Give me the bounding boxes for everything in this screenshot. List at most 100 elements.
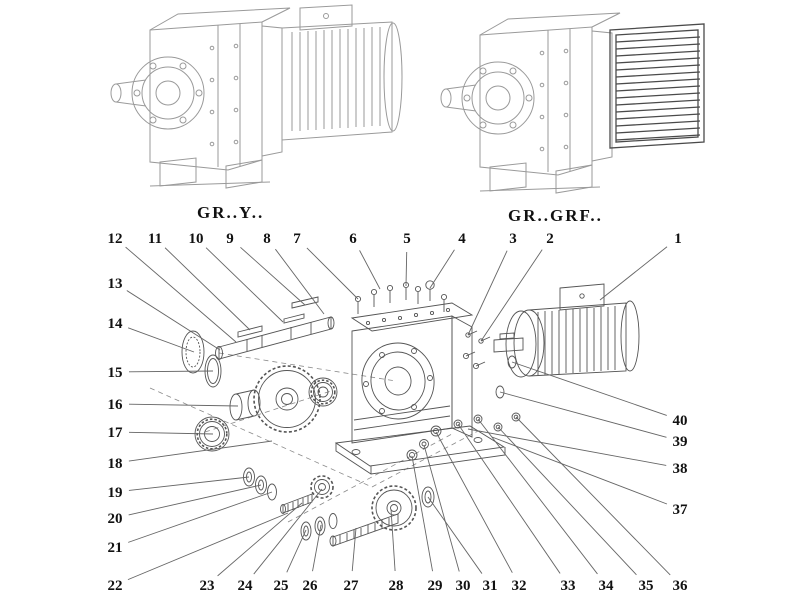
callout-number-6: 6 xyxy=(349,231,357,247)
leader-line-7 xyxy=(306,247,359,300)
callout-number-37: 37 xyxy=(673,502,689,518)
leader-line-26 xyxy=(312,524,322,572)
callout-number-15: 15 xyxy=(108,365,123,381)
callout-number-2: 2 xyxy=(546,231,554,247)
callout-number-22: 22 xyxy=(108,578,123,594)
leader-line-6 xyxy=(359,250,381,290)
callout-number-10: 10 xyxy=(189,231,204,247)
callout-number-38: 38 xyxy=(673,461,688,477)
shaft-key-icon xyxy=(283,313,305,324)
leader-line-14 xyxy=(127,327,195,353)
construction-lines xyxy=(149,352,479,523)
leader-line-32 xyxy=(435,431,513,573)
output-shaft-assembly xyxy=(181,296,335,421)
gearbox-housing xyxy=(334,302,506,475)
callout-number-26: 26 xyxy=(303,578,319,594)
variant-label-gr-grf: GR..GRF.. xyxy=(508,206,603,225)
callout-number-25: 25 xyxy=(274,578,289,594)
callout-number-17: 17 xyxy=(108,425,124,441)
shaft-key-icon xyxy=(237,325,263,338)
leader-line-15 xyxy=(128,370,214,373)
leader-line-23 xyxy=(217,502,303,577)
shaft-key-icon xyxy=(291,296,319,309)
leader-line-5 xyxy=(405,251,408,287)
leader-line-13 xyxy=(126,290,221,351)
motor-bolts xyxy=(462,330,517,399)
leader-line-17 xyxy=(128,431,214,435)
callout-number-11: 11 xyxy=(148,231,162,247)
assembled-view-gr-grf xyxy=(440,12,621,194)
callout-number-20: 20 xyxy=(108,511,123,527)
callout-number-33: 33 xyxy=(561,578,576,594)
leader-line-2 xyxy=(480,249,543,342)
callout-number-16: 16 xyxy=(108,397,124,413)
callout-number-28: 28 xyxy=(389,578,404,594)
leader-line-1 xyxy=(599,246,668,301)
callout-number-18: 18 xyxy=(108,456,123,472)
leader-line-28 xyxy=(390,508,396,572)
leader-line-30 xyxy=(423,444,460,572)
leader-line-19 xyxy=(128,476,250,491)
motor xyxy=(493,283,640,378)
leader-line-4 xyxy=(429,249,455,289)
leader-line-27 xyxy=(351,527,357,572)
finned-cover xyxy=(609,23,705,149)
callout-number-29: 29 xyxy=(428,578,443,594)
leader-line-16 xyxy=(128,403,239,407)
leader-line-10 xyxy=(205,247,284,323)
callout-number-24: 24 xyxy=(238,578,254,594)
leader-line-11 xyxy=(164,247,251,331)
callout-number-36: 36 xyxy=(673,578,689,594)
leader-line-37 xyxy=(491,436,668,505)
callout-number-14: 14 xyxy=(108,316,124,332)
callout-number-12: 12 xyxy=(108,231,123,247)
callout-number-9: 9 xyxy=(226,231,234,247)
callout-number-40: 40 xyxy=(673,413,688,429)
output-gear xyxy=(253,365,321,433)
leader-line-31 xyxy=(427,496,483,574)
pinion-shaft xyxy=(280,475,334,514)
callout-number-1: 1 xyxy=(674,231,682,247)
callout-number-7: 7 xyxy=(293,231,301,247)
leader-line-21 xyxy=(128,491,273,543)
callout-number-23: 23 xyxy=(200,578,215,594)
callout-number-39: 39 xyxy=(673,434,688,450)
leader-line-9 xyxy=(240,246,306,306)
assembled-view-gr-y xyxy=(110,4,403,189)
variant-label-gr-y: GR..Y.. xyxy=(197,203,264,222)
callout-number-31: 31 xyxy=(483,578,498,594)
callout-number-34: 34 xyxy=(599,578,615,594)
callout-number-19: 19 xyxy=(108,485,123,501)
callout-number-5: 5 xyxy=(403,231,411,247)
small-bearing xyxy=(308,377,338,407)
leader-line-39 xyxy=(499,391,667,438)
leader-line-3 xyxy=(467,250,508,336)
callout-number-32: 32 xyxy=(512,578,527,594)
callout-number-13: 13 xyxy=(108,276,123,292)
leader-line-12 xyxy=(125,246,237,343)
exploded-view xyxy=(149,280,640,547)
callout-number-35: 35 xyxy=(639,578,654,594)
leader-line-33 xyxy=(457,423,561,574)
lower-washers xyxy=(300,513,338,541)
leader-line-35 xyxy=(497,426,637,576)
cover-bolts xyxy=(354,280,448,314)
callout-number-8: 8 xyxy=(263,231,271,247)
leader-line-29 xyxy=(411,455,433,572)
leader-line-18 xyxy=(128,440,273,462)
leader-line-36 xyxy=(515,416,671,576)
leader-line-8 xyxy=(275,248,325,315)
leader-line-25 xyxy=(286,529,307,573)
leader-line-22 xyxy=(127,512,289,581)
leader-line-38 xyxy=(467,428,667,466)
callout-number-27: 27 xyxy=(344,578,360,594)
leader-line-20 xyxy=(128,484,262,516)
leader-line-24 xyxy=(253,488,323,575)
callout-number-3: 3 xyxy=(509,231,517,247)
leader-line-34 xyxy=(477,418,598,575)
input-shaft-assembly xyxy=(329,425,442,547)
washer-stack xyxy=(243,467,277,501)
callout-number-21: 21 xyxy=(108,540,123,556)
